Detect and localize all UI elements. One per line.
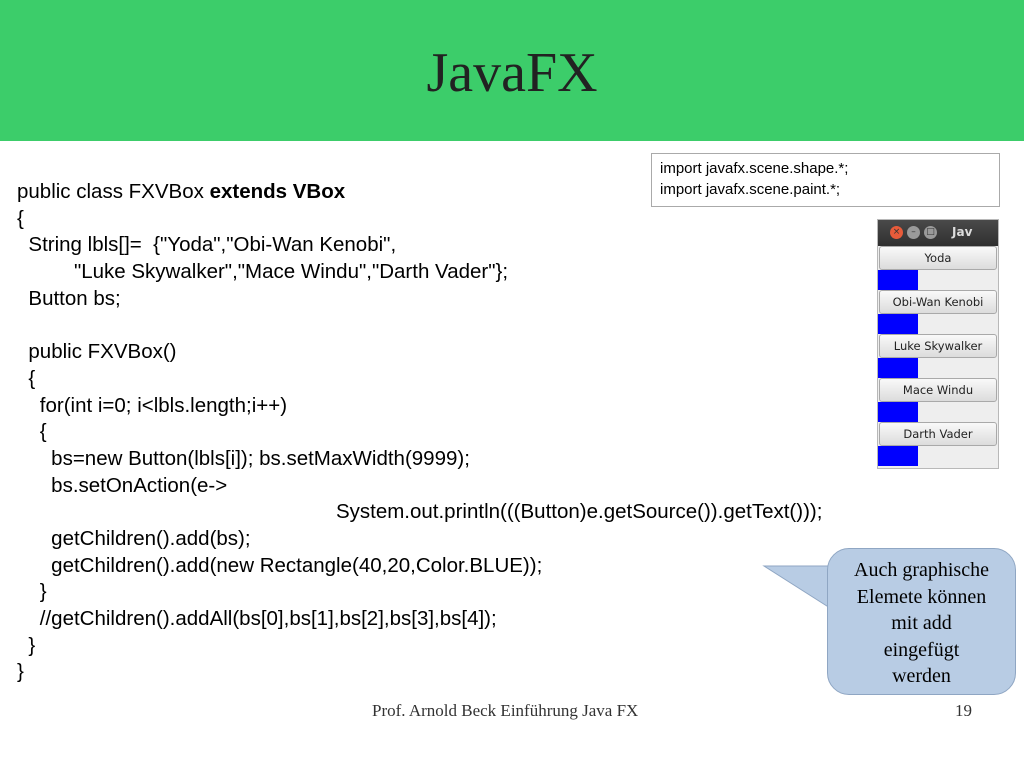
code-line: { bbox=[17, 206, 24, 230]
code-keyword: extends VBox bbox=[209, 180, 346, 203]
close-icon[interactable]: × bbox=[890, 226, 903, 239]
code-line: bs=new Button(lbls[i]); bs.setMaxWidth(9… bbox=[17, 446, 470, 470]
import-line: import javafx.scene.paint.*; bbox=[660, 181, 841, 198]
window-titlebar[interactable]: × – □ Jav bbox=[878, 220, 998, 246]
code-line: public class FXVBox extends VBox bbox=[17, 179, 822, 206]
blue-rectangle bbox=[878, 314, 918, 334]
luke-skywalker-button[interactable]: Luke Skywalker bbox=[879, 334, 997, 358]
code-line: //getChildren().addAll(bs[0],bs[1],bs[2]… bbox=[17, 607, 497, 630]
code-text: public class FXVBox bbox=[17, 180, 210, 203]
obi-wan-kenobi-button[interactable]: Obi-Wan Kenobi bbox=[879, 290, 997, 314]
code-line: for(int i=0; i<lbls.length;i++) bbox=[17, 393, 288, 417]
code-line bbox=[17, 312, 822, 339]
code-line: } bbox=[17, 660, 24, 684]
darth-vader-button[interactable]: Darth Vader bbox=[879, 422, 997, 446]
callout-tail bbox=[762, 565, 831, 609]
javafx-window: × – □ Jav Yoda Obi-Wan Kenobi Luke Skywa… bbox=[877, 219, 999, 469]
window-title: Jav bbox=[952, 225, 973, 239]
code-line: } bbox=[17, 580, 47, 604]
blue-rectangle bbox=[878, 402, 918, 422]
callout-line: Auch graphische bbox=[854, 559, 989, 581]
import-line: import javafx.scene.shape.*; bbox=[660, 160, 849, 177]
code-line: System.out.println(((Button)e.getSource(… bbox=[17, 500, 823, 524]
callout-line: werden bbox=[892, 665, 951, 687]
slide-title: JavaFX bbox=[426, 42, 598, 104]
callout-line: Elemete können bbox=[856, 585, 987, 608]
minimize-icon[interactable]: – bbox=[907, 226, 920, 239]
code-block: public class FXVBox extends VBox { Strin… bbox=[17, 179, 822, 686]
yoda-button[interactable]: Yoda bbox=[879, 246, 997, 270]
blue-rectangle bbox=[878, 358, 918, 378]
code-line: getChildren().add(new Rectangle(40,20,Co… bbox=[17, 553, 543, 577]
blue-rectangle bbox=[878, 270, 918, 290]
code-line: } bbox=[17, 633, 36, 657]
code-line: { bbox=[17, 366, 36, 390]
mace-windu-button[interactable]: Mace Windu bbox=[879, 378, 997, 402]
code-line: String lbls[]= {"Yoda","Obi-Wan Kenobi", bbox=[17, 233, 397, 257]
footer-text: Prof. Arnold Beck Einführung Java FX bbox=[372, 701, 639, 720]
callout-line: eingefügt bbox=[883, 638, 960, 661]
code-line: bs.setOnAction(e-> bbox=[17, 473, 228, 497]
callout-bubble: Auch graphische Elemete können mit add e… bbox=[827, 548, 1016, 695]
page-number: 19 bbox=[955, 701, 972, 720]
vbox: Yoda Obi-Wan Kenobi Luke Skywalker Mace … bbox=[878, 246, 998, 466]
code-line: public FXVBox() bbox=[17, 340, 177, 364]
blue-rectangle bbox=[878, 446, 918, 466]
import-box: import javafx.scene.shape.*; import java… bbox=[651, 153, 1000, 207]
code-line: "Luke Skywalker","Mace Windu","Darth Vad… bbox=[17, 260, 509, 284]
code-line: Button bs; bbox=[17, 286, 121, 310]
title-banner bbox=[0, 0, 1024, 141]
callout-line: mit add bbox=[891, 612, 952, 634]
maximize-icon[interactable]: □ bbox=[924, 226, 937, 239]
code-line: { bbox=[17, 420, 47, 444]
code-line: getChildren().add(bs); bbox=[17, 526, 251, 550]
